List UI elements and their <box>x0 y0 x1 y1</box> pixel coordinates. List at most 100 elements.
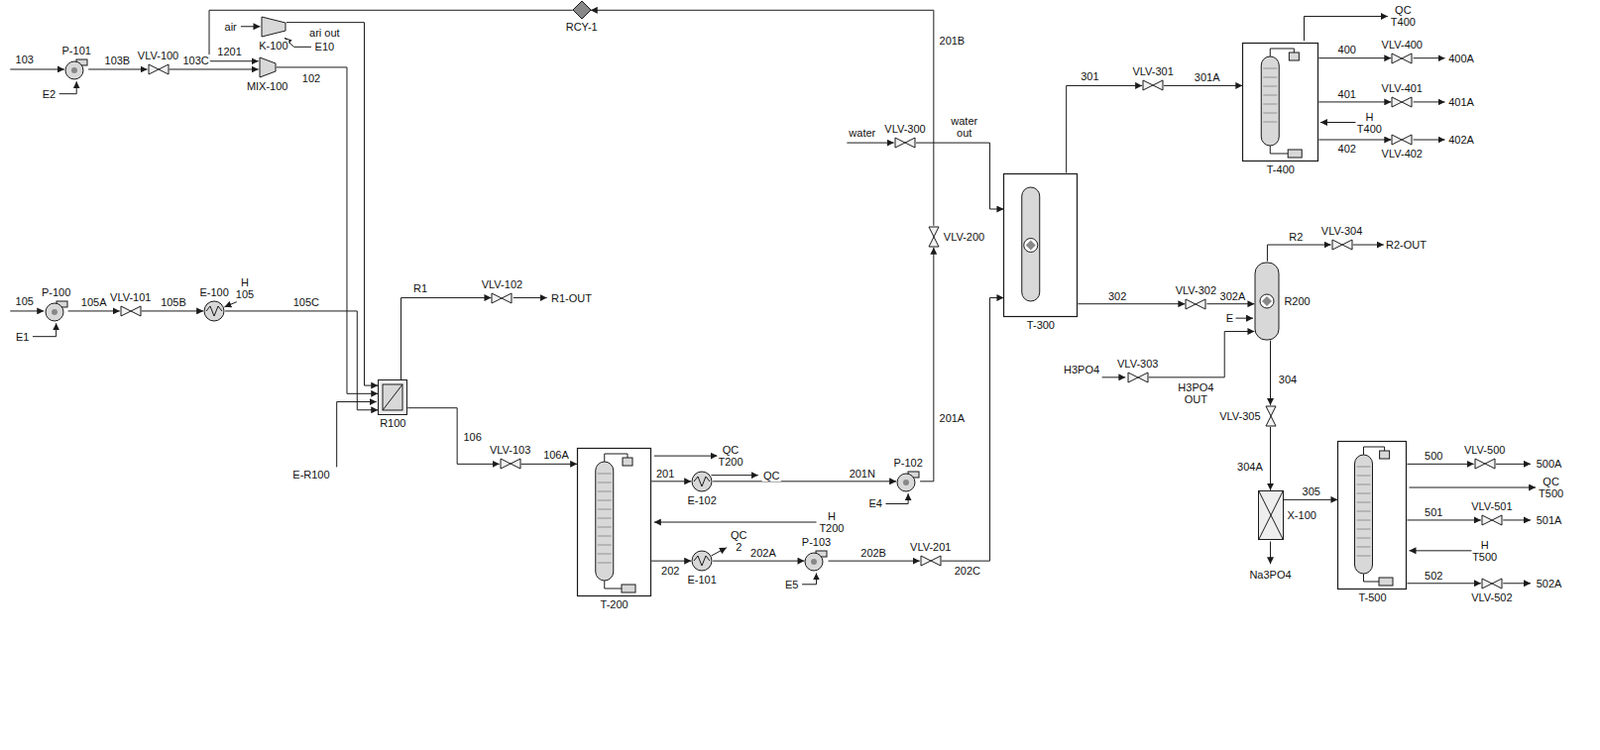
equipment-unit: T-300 <box>1003 173 1078 318</box>
equipment-unit: VLV-401 <box>1390 96 1413 109</box>
equipment-unit: T-400 <box>1242 42 1319 162</box>
stream-stub <box>1413 101 1446 103</box>
stream-label: 401 <box>1337 88 1358 101</box>
stream-stub <box>1303 15 1387 41</box>
equipment-tag: P-102 <box>892 457 923 469</box>
stream-tag: H T500 <box>1471 539 1498 564</box>
equipment-symbol <box>572 0 591 19</box>
process-stream <box>276 67 379 394</box>
process-stream <box>915 142 1004 210</box>
process-stream <box>1266 244 1331 262</box>
stream-label: water out <box>949 114 979 139</box>
equipment-tag: VLV-401 <box>1380 82 1424 95</box>
process-stream <box>1148 332 1256 378</box>
stream-stub <box>1236 318 1254 320</box>
equipment-unit: T-200 <box>576 448 652 597</box>
process-stream <box>712 561 804 563</box>
stream-tag: 502A <box>1535 577 1564 590</box>
stream-label: R2 <box>1287 230 1304 243</box>
equipment-symbol <box>1390 96 1413 109</box>
equipment-tag: T-300 <box>1026 319 1056 332</box>
process-stream <box>1318 101 1391 103</box>
equipment-unit: VLV-100 <box>147 63 170 76</box>
equipment-symbol <box>1481 577 1503 590</box>
equipment-tag: VLV-304 <box>1320 225 1364 237</box>
stream-tag: 500A <box>1535 457 1564 470</box>
stream-label: 202A <box>749 547 778 560</box>
stream-stub <box>240 25 261 27</box>
equipment-symbol <box>1390 133 1413 146</box>
equipment-tag: VLV-200 <box>942 230 986 243</box>
equipment-tag: R200 <box>1282 295 1311 308</box>
stream-stub <box>1409 550 1474 552</box>
process-stream <box>68 310 120 312</box>
stream-label: 103C <box>181 54 210 67</box>
equipment-symbol <box>803 550 828 572</box>
equipment-unit: VLV-402 <box>1390 133 1413 146</box>
stream-label: 500 <box>1423 450 1444 462</box>
equipment-symbol <box>1264 405 1277 428</box>
stream-label: 202C <box>953 565 982 577</box>
equipment-unit: E-100 <box>203 300 226 323</box>
equipment-unit: P-102 <box>896 470 920 493</box>
equipment-symbol <box>44 300 69 323</box>
equipment-unit: MIX-100 <box>258 56 277 79</box>
process-stream <box>169 68 259 70</box>
equipment-symbol <box>1257 490 1284 541</box>
equipment-symbol <box>1331 238 1354 251</box>
equipment-symbol <box>1003 173 1078 318</box>
equipment-unit: VLV-300 <box>894 136 916 149</box>
equipment-tag: VLV-201 <box>909 541 952 554</box>
stream-stub <box>710 474 758 476</box>
stream-label: 201A <box>938 412 967 425</box>
process-stream <box>401 298 492 381</box>
stream-label: 202B <box>859 547 888 560</box>
process-stream <box>286 22 378 386</box>
stream-label: 102 <box>301 72 322 85</box>
stream-tag: water <box>847 126 877 139</box>
stream-label: 302 <box>1107 290 1128 303</box>
process-stream <box>1318 139 1391 141</box>
process-stream <box>1066 85 1143 173</box>
stream-tag: QC <box>762 469 782 482</box>
equipment-tag: E-100 <box>198 286 229 299</box>
equipment-tag: E-102 <box>685 494 717 507</box>
stream-stub <box>1502 519 1531 521</box>
stream-label: 304A <box>1236 460 1264 473</box>
stream-stub <box>32 323 57 337</box>
stream-tag: R1-OUT <box>550 292 593 305</box>
process-stream <box>1077 303 1185 305</box>
process-stream <box>1163 85 1243 87</box>
stream-label: 201N <box>848 467 877 480</box>
process-stream <box>225 311 378 411</box>
stream-tag: 400A <box>1447 52 1476 65</box>
stream-stub <box>1102 376 1127 378</box>
equipment-symbol <box>499 457 522 470</box>
stream-stub <box>1495 463 1531 465</box>
process-stream <box>521 463 578 465</box>
equipment-unit: VLV-301 <box>1142 79 1164 92</box>
equipment-unit: VLV-103 <box>499 457 522 470</box>
equipment-symbol <box>1127 371 1149 384</box>
stream-tag: 402A <box>1447 133 1476 146</box>
stream-label: 301A <box>1193 71 1222 84</box>
equipment-unit: E-101 <box>690 550 713 572</box>
equipment-tag: P-100 <box>40 286 72 299</box>
stream-tag: 103 <box>14 53 35 66</box>
stream-tag: QC T400 <box>1389 3 1417 28</box>
equipment-symbol <box>1142 79 1164 92</box>
stream-stub <box>1269 542 1271 566</box>
equipment-unit: VLV-400 <box>1390 52 1413 65</box>
equipment-unit: RCY-1 <box>572 0 591 19</box>
equipment-unit: VLV-102 <box>490 292 513 305</box>
equipment-tag: VLV-102 <box>480 278 524 291</box>
equipment-symbol <box>1337 441 1407 590</box>
process-stream <box>1406 519 1481 521</box>
equipment-symbol <box>1474 457 1496 470</box>
stream-tag: E5 <box>784 578 800 591</box>
equipment-tag: X-100 <box>1286 509 1318 522</box>
stream-label: 105C <box>292 296 321 309</box>
stream-label: 502 <box>1423 570 1444 582</box>
process-stream <box>1269 427 1271 491</box>
